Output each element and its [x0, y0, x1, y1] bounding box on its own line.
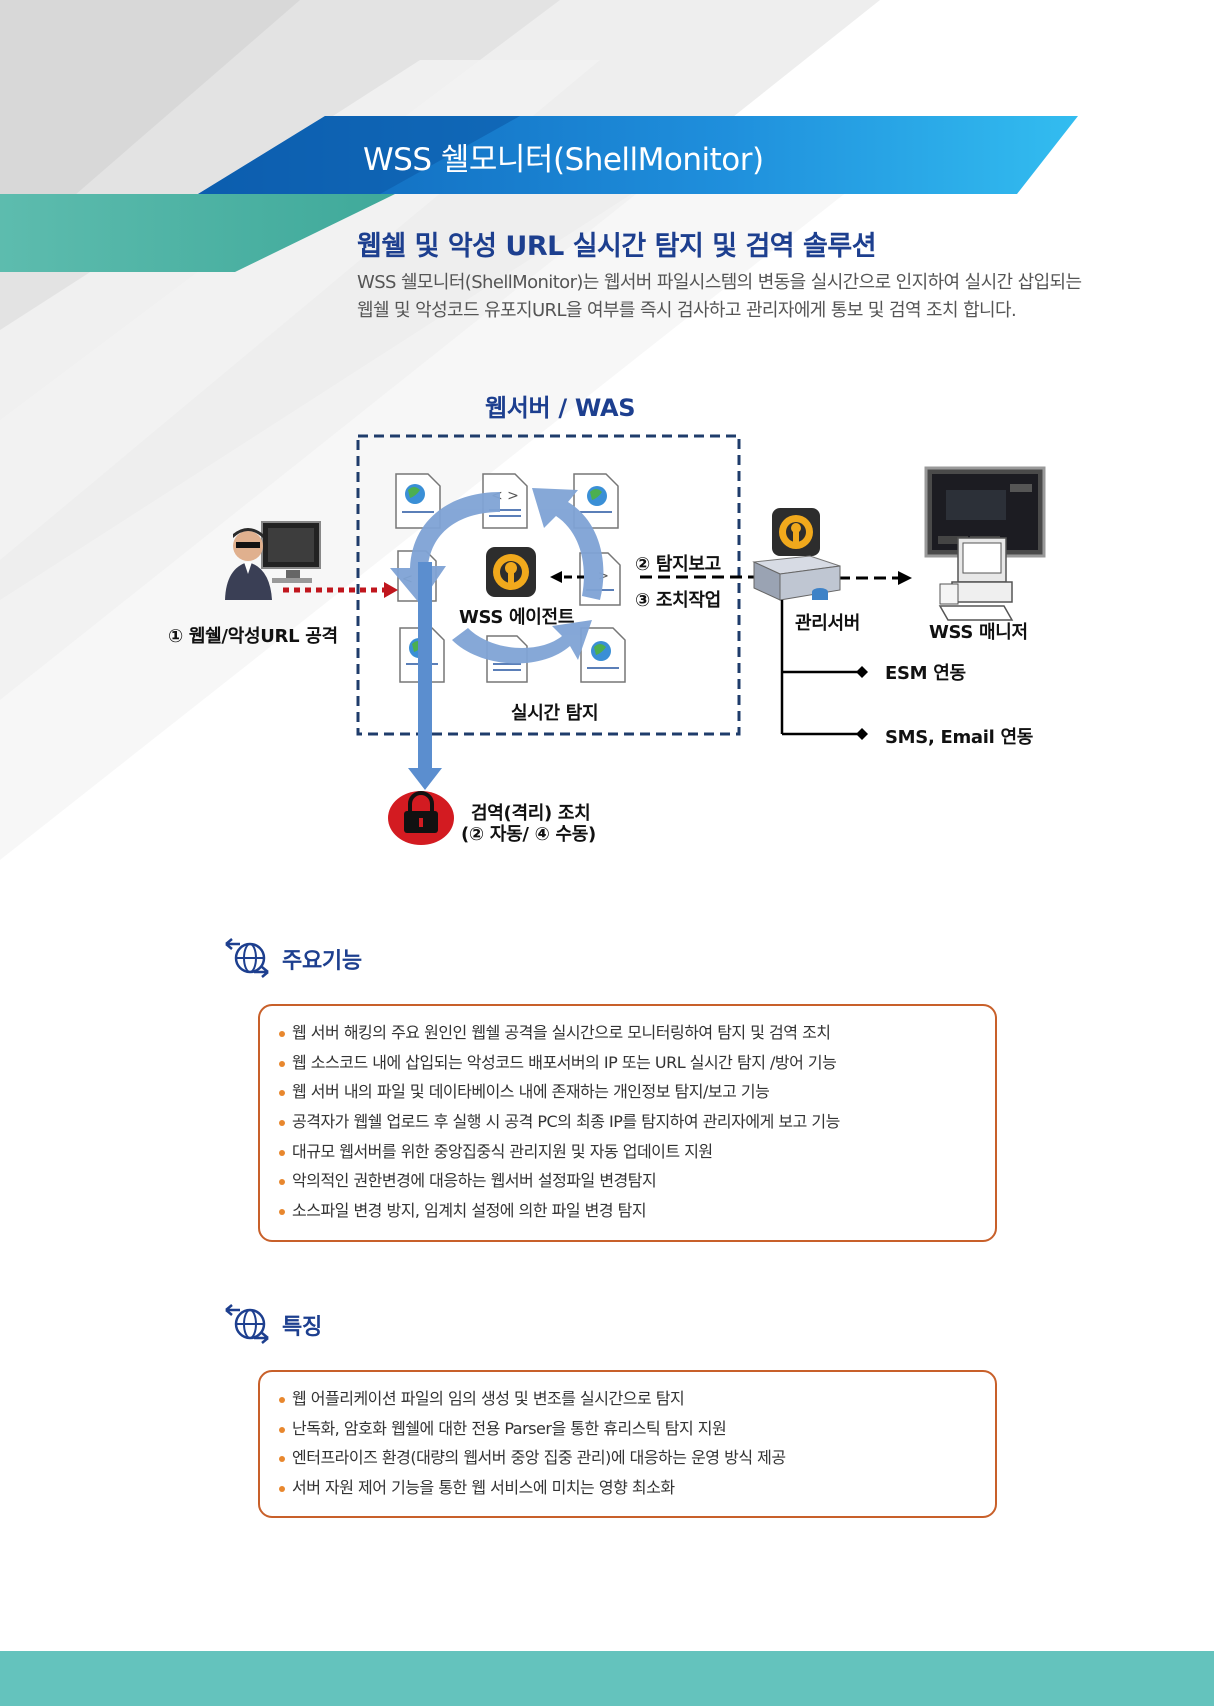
list-item: 웹 어플리케이션 파일의 임의 생성 및 변조를 실시간으로 탐지 [276, 1384, 995, 1414]
esm-label: ESM 연동 [885, 663, 966, 684]
hacker-icon [225, 521, 321, 600]
realtime-label: 실시간 탐지 [511, 703, 599, 724]
intro-line: 웹쉘 및 악성코드 유포지URL을 여부를 즉시 검사하고 관리자에게 통보 및… [357, 300, 1017, 321]
cycle-arrows [390, 488, 604, 664]
quarantine-line2: (② 자동/ ④ 수동) [461, 824, 596, 845]
list-item: 웹 소스코드 내에 삽입되는 악성코드 배포서버의 IP 또는 URL 실시간 … [276, 1048, 995, 1078]
footer-band [0, 1651, 1214, 1706]
characteristics-title: 특징 [282, 1315, 322, 1340]
architecture-diagram: < > < > [225, 434, 1046, 845]
features-box: 웹 서버 해킹의 주요 원인인 웹쉘 공격을 실시간으로 모니터링하여 탐지 및… [258, 1004, 997, 1242]
agent-label: WSS 에이전트 [459, 607, 575, 628]
file-globe-icon [395, 473, 441, 529]
was-frame [356, 434, 741, 736]
list-item: 대규모 웹서버를 위한 중앙집중식 관리지원 및 자동 업데이트 지원 [276, 1137, 995, 1167]
file-globe-icon [580, 627, 626, 683]
attack-label: ① 웹쉘/악성URL 공격 [168, 626, 338, 647]
list-item: 악의적인 권한변경에 대응하는 웹서버 설정파일 변경탐지 [276, 1166, 995, 1196]
quarantine-arrow-head [408, 768, 442, 790]
list-item: 웹 서버 내의 파일 및 데이타베이스 내에 존재하는 개인정보 탐지/보고 기… [276, 1077, 995, 1107]
svg-text:>: > [598, 569, 609, 584]
report-label: ② 탐지보고 [635, 554, 721, 575]
lock-icon [388, 791, 454, 845]
action-label: ③ 조치작업 [635, 590, 721, 611]
list-item: 공격자가 웹쉘 업로드 후 실행 시 공격 PC의 최종 IP를 탐지하여 관리… [276, 1107, 995, 1137]
list-item: 난독화, 암호화 웹쉘에 대한 전용 Parser을 통한 휴리스틱 탐지 지원 [276, 1414, 995, 1444]
globe-section-icon [225, 1304, 269, 1344]
banner-title: WSS 쉘모니터(ShellMonitor) [363, 142, 764, 178]
server-label: 관리서버 [795, 613, 861, 634]
was-title: 웹서버 / WAS [485, 394, 636, 422]
sms-label: SMS, Email 연동 [885, 727, 1033, 748]
agent-logo-icon [486, 547, 536, 597]
file-code-icon: < > [482, 473, 528, 529]
list-item: 소스파일 변경 방지, 임계치 설정에 의한 파일 변경 탐지 [276, 1196, 995, 1226]
globe-section-icon [225, 938, 269, 978]
monitor-icon [924, 466, 1046, 621]
quarantine-line1: 검역(격리) 조치 [471, 803, 591, 824]
manager-label: WSS 매니저 [929, 622, 1028, 643]
intro-line: WSS 쉘모니터(ShellMonitor)는 웹서버 파일시스템의 변동을 실… [357, 272, 1082, 293]
intro-text: WSS 쉘모니터(ShellMonitor)는 웹서버 파일시스템의 변동을 실… [357, 269, 1082, 325]
features-title: 주요기능 [282, 949, 362, 974]
characteristics-box: 웹 어플리케이션 파일의 임의 생성 및 변조를 실시간으로 탐지 난독화, 암… [258, 1370, 997, 1518]
list-item: 서버 자원 제어 기능을 통한 웹 서비스에 미치는 영향 최소화 [276, 1473, 995, 1503]
list-item: 엔터프라이즈 환경(대량의 웹서버 중앙 집중 관리)에 대응하는 운영 방식 … [276, 1443, 995, 1473]
headline: 웹쉘 및 악성 URL 실시간 탐지 및 검역 솔루션 [357, 231, 877, 262]
server-icon [752, 508, 841, 601]
quarantine-arrow-shaft [418, 562, 432, 772]
list-item: 웹 서버 해킹의 주요 원인인 웹쉘 공격을 실시간으로 모니터링하여 탐지 및… [276, 1018, 995, 1048]
